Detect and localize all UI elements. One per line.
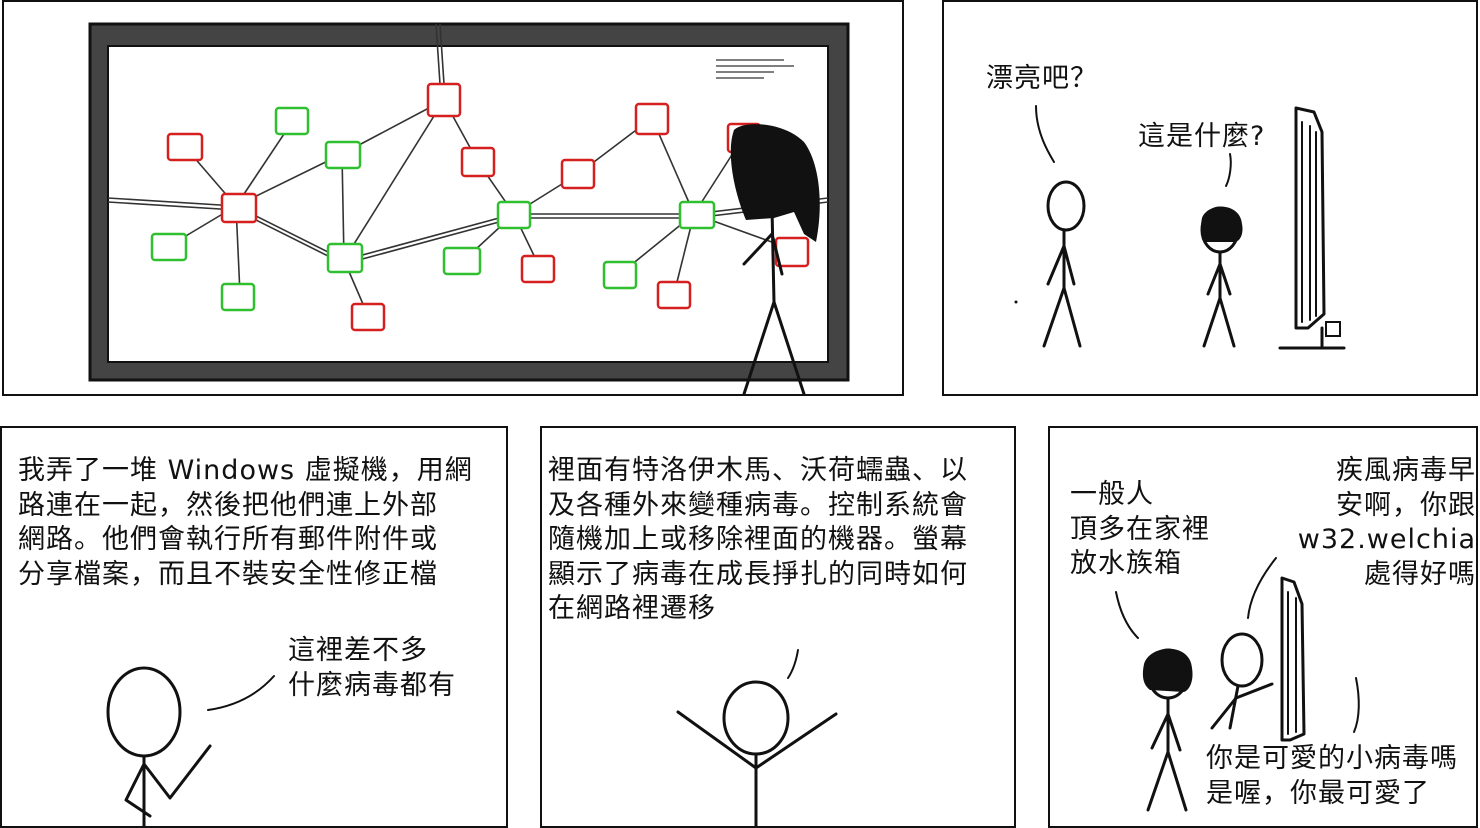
- woman-figure: [1200, 206, 1243, 348]
- infected-machine-node: [520, 254, 556, 284]
- infected-machine-node: [560, 158, 596, 190]
- panel-malware-description: 裡面有特洛伊木馬、沃荷蠕蟲、以 及各種外來變種病毒。控制系統會 隨機加上或移除裡…: [540, 426, 1016, 828]
- clean-machine-node: [678, 200, 716, 230]
- speech-man-greeting-virus: 疾風病毒早 安啊，你跟 w32.welchia 處得好嗎: [1297, 455, 1476, 590]
- speech-woman-whats-this: 這是什麼?: [1138, 121, 1266, 152]
- infected-machine-node: [350, 302, 386, 332]
- panel-3-illustration: [106, 666, 275, 826]
- clean-machine-node: [326, 242, 364, 274]
- network-nodes: [150, 82, 810, 332]
- speech-woman-aquarium: 一般人 頂多在家裡 放水族箱: [1070, 479, 1210, 580]
- panel-whats-this: 漂亮吧？ 這是什麼?: [942, 0, 1478, 396]
- woman-figure: [730, 124, 820, 394]
- clean-machine-node: [220, 282, 256, 312]
- clean-machine-node: [324, 140, 362, 170]
- panel-network-screen: [2, 0, 904, 396]
- clean-machine-node: [496, 200, 532, 230]
- panel-2-illustration: [1014, 105, 1346, 350]
- network-screen-illustration: [88, 22, 850, 394]
- monitor-side-view: [1280, 576, 1306, 742]
- infected-machine-node: [656, 280, 692, 310]
- clean-machine-node: [602, 260, 638, 290]
- man-figure: [106, 666, 212, 826]
- monitor-side-view: [1278, 106, 1346, 350]
- infected-machine-node: [220, 192, 258, 224]
- infected-machine-node: [774, 236, 810, 268]
- infected-machine-node: [460, 146, 496, 178]
- speech-man-pretty: 漂亮吧？: [986, 63, 1098, 94]
- panel-setup-explanation: 我弄了一堆 Windows 虛擬機，用網 路連在一起，然後把他們連上外部 網路。…: [0, 426, 508, 828]
- infected-machine-node: [166, 132, 204, 162]
- infected-machine-node: [634, 102, 670, 136]
- narration-setup: 我弄了一堆 Windows 虛擬機，用網 路連在一起，然後把他們連上外部 網路。…: [18, 455, 473, 590]
- panel-5-illustration: [1115, 557, 1360, 812]
- speech-man-every-virus: 這裡差不多 什麼病毒都有: [288, 635, 456, 701]
- woman-figure: [1142, 648, 1193, 812]
- narration-malware: 裡面有特洛伊木馬、沃荷蠕蟲、以 及各種外來變種病毒。控制系統會 隨機加上或移除裡…: [548, 455, 968, 625]
- infected-machine-node: [426, 82, 462, 118]
- man-figure: [1210, 632, 1274, 730]
- clean-machine-node: [442, 246, 482, 276]
- panel-4-illustration: [676, 649, 838, 826]
- screen-legend-scribble: [716, 59, 794, 79]
- speech-man-cute-virus: 你是可愛的小病毒嗎 是喔，你最可愛了: [1206, 743, 1458, 809]
- man-figure-arms-raised: [676, 680, 838, 826]
- panel-aquarium: 一般人 頂多在家裡 放水族箱 疾風病毒早 安啊，你跟 w32.welchia 處…: [1048, 426, 1478, 828]
- clean-machine-node: [274, 106, 310, 136]
- clean-machine-node: [150, 232, 188, 262]
- man-figure: [1042, 180, 1086, 348]
